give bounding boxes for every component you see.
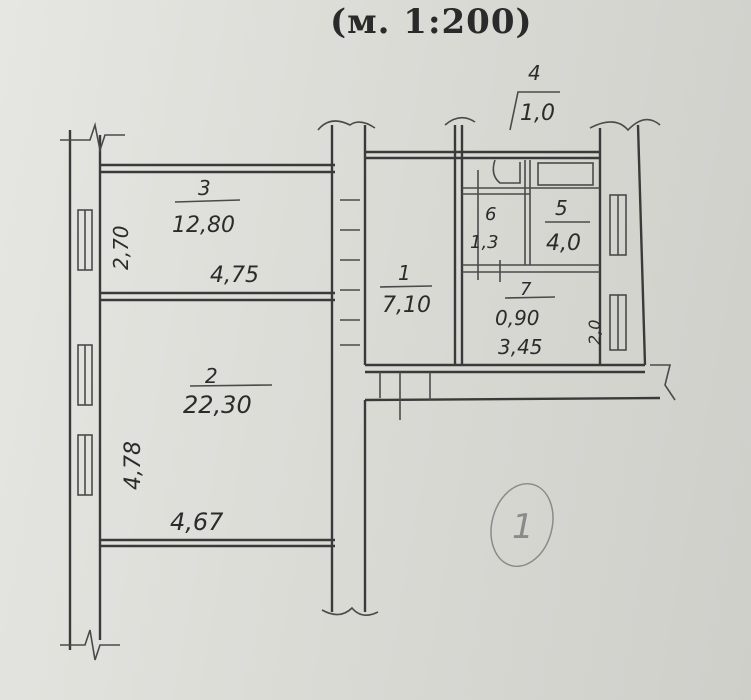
room-2-label: 2 22,30 [183, 364, 273, 419]
dimension-room3-height: 2,70 [109, 225, 133, 270]
room-area: 1,0 [520, 101, 555, 126]
room-1-label: 1 7,10 [379, 261, 433, 318]
room-number: 4 [528, 61, 541, 85]
circled-mark: 1 [490, 482, 554, 568]
room-number: 7 [520, 279, 532, 300]
circled-number: 1 [512, 507, 534, 547]
dimension-room7-width: 3,45 [498, 335, 543, 359]
window-left [77, 209, 93, 496]
room-area: 1,3 [470, 232, 499, 253]
room-5-label: 5 4,0 [545, 196, 590, 256]
dimension-room2-width: 4,67 [170, 508, 224, 536]
room-area: 12,80 [172, 213, 235, 238]
room-number: 5 [555, 196, 568, 220]
dimension-room2-height: 4,78 [121, 441, 146, 490]
room-number: 2 [205, 364, 218, 388]
outer-wall-left [60, 121, 125, 661]
room-3-label: 3 12,80 [172, 176, 241, 238]
room-7-label: 7 0,90 3,45 2,0 [495, 279, 604, 359]
room-area: 7,10 [382, 293, 431, 318]
dimension-room3-width: 4,75 [210, 263, 259, 288]
room-number: 6 [485, 204, 496, 225]
window-right [609, 194, 627, 351]
room-area: 22,30 [183, 391, 252, 419]
room-6-label: 6 1,3 [470, 204, 499, 253]
room-4-label: 4 1,0 [509, 61, 560, 131]
room-number: 3 [198, 176, 211, 200]
partition-walls [100, 120, 379, 616]
room-number: 1 [398, 261, 411, 285]
dimension-room7-height: 2,0 [585, 320, 604, 345]
scale-title: (м. 1:200) [330, 2, 533, 42]
right-block-walls [364, 116, 676, 420]
room-area: 4,0 [546, 231, 581, 256]
room-area: 0,90 [495, 306, 540, 330]
